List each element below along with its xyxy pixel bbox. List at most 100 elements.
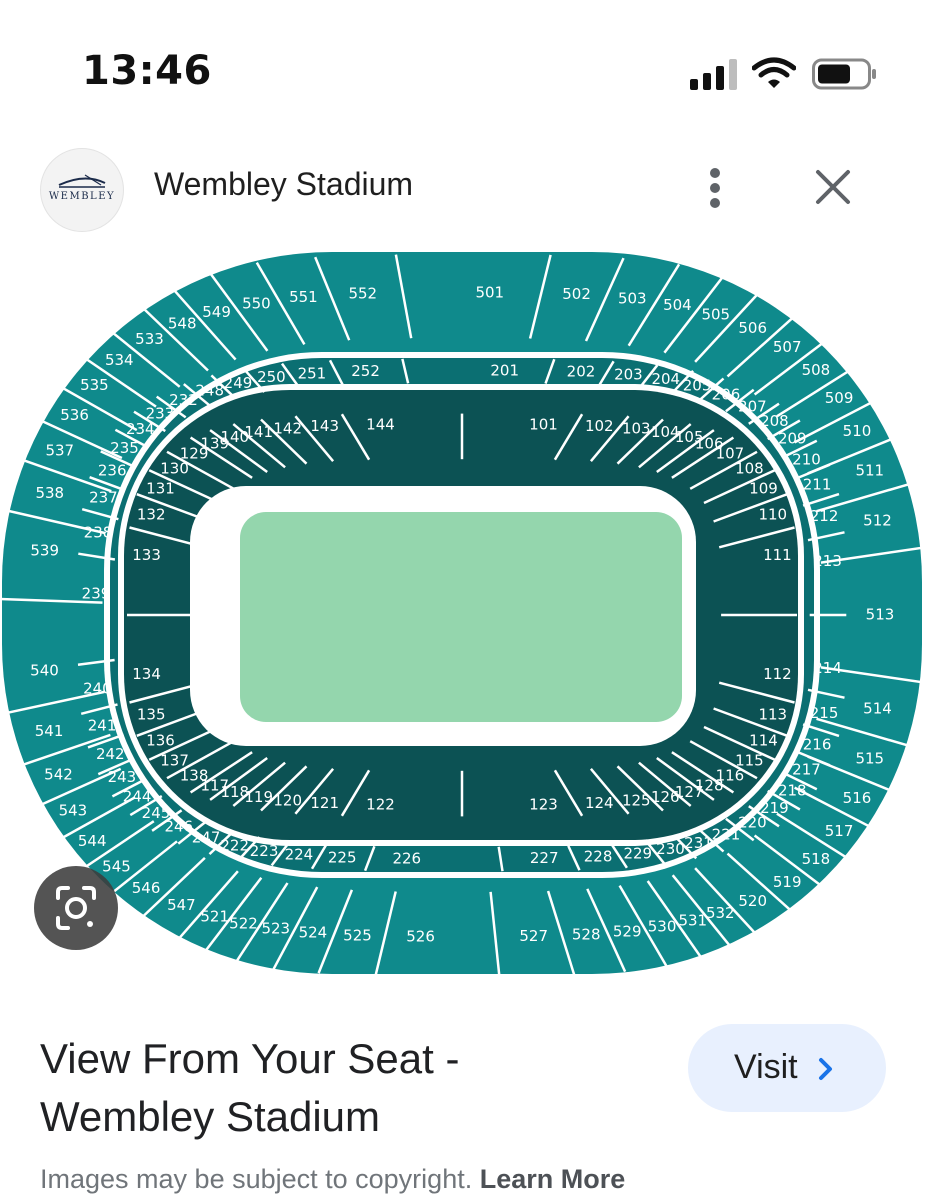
section-101[interactable]: 101	[529, 416, 558, 434]
section-231[interactable]: 231	[684, 834, 713, 852]
section-511[interactable]: 511	[855, 462, 884, 480]
section-517[interactable]: 517	[825, 822, 854, 840]
result-title[interactable]: View From Your Seat - Wembley Stadium	[40, 1030, 640, 1146]
section-519[interactable]: 519	[773, 873, 802, 891]
section-540[interactable]: 540	[30, 662, 59, 680]
section-548[interactable]: 548	[168, 315, 197, 333]
section-515[interactable]: 515	[855, 749, 884, 767]
section-518[interactable]: 518	[802, 850, 831, 868]
section-112[interactable]: 112	[763, 665, 792, 683]
section-134[interactable]: 134	[132, 665, 161, 683]
section-109[interactable]: 109	[749, 479, 778, 497]
section-105[interactable]: 105	[675, 428, 704, 446]
section-218[interactable]: 218	[778, 782, 807, 800]
section-128[interactable]: 128	[695, 777, 724, 795]
section-248[interactable]: 248	[195, 381, 224, 399]
section-510[interactable]: 510	[843, 422, 872, 440]
section-116[interactable]: 116	[716, 767, 745, 785]
section-203[interactable]: 203	[614, 366, 643, 384]
section-536[interactable]: 536	[60, 406, 89, 424]
section-123[interactable]: 123	[529, 795, 558, 813]
section-115[interactable]: 115	[735, 751, 764, 769]
section-520[interactable]: 520	[738, 892, 767, 910]
section-551[interactable]: 551	[289, 288, 318, 306]
section-106[interactable]: 106	[695, 434, 724, 452]
section-212[interactable]: 212	[810, 507, 839, 525]
section-127[interactable]: 127	[675, 783, 704, 801]
section-504[interactable]: 504	[663, 296, 692, 314]
section-111[interactable]: 111	[763, 546, 792, 564]
section-129[interactable]: 129	[180, 444, 209, 462]
section-552[interactable]: 552	[348, 285, 377, 303]
section-226[interactable]: 226	[392, 849, 421, 867]
section-516[interactable]: 516	[843, 789, 872, 807]
section-131[interactable]: 131	[146, 479, 175, 497]
section-513[interactable]: 513	[866, 606, 895, 624]
section-502[interactable]: 502	[562, 285, 591, 303]
section-501[interactable]: 501	[475, 284, 504, 302]
section-107[interactable]: 107	[716, 444, 745, 462]
section-213[interactable]: 213	[813, 552, 842, 570]
section-542[interactable]: 542	[44, 766, 73, 784]
section-505[interactable]: 505	[701, 306, 730, 324]
section-514[interactable]: 514	[863, 699, 892, 717]
section-512[interactable]: 512	[863, 512, 892, 530]
section-530[interactable]: 530	[648, 918, 677, 936]
section-521[interactable]: 521	[200, 907, 229, 925]
section-119[interactable]: 119	[244, 788, 273, 806]
section-240[interactable]: 240	[83, 679, 112, 697]
section-220[interactable]: 220	[738, 814, 767, 832]
section-546[interactable]: 546	[132, 879, 161, 897]
section-547[interactable]: 547	[167, 896, 196, 914]
section-214[interactable]: 214	[813, 659, 842, 677]
section-236[interactable]: 236	[98, 461, 127, 479]
source-title[interactable]: Wembley Stadium	[154, 166, 414, 202]
section-535[interactable]: 535	[80, 376, 109, 394]
section-524[interactable]: 524	[299, 924, 328, 942]
section-142[interactable]: 142	[273, 419, 302, 437]
section-522[interactable]: 522	[229, 914, 258, 932]
section-237[interactable]: 237	[89, 489, 118, 507]
section-143[interactable]: 143	[310, 417, 339, 435]
section-531[interactable]: 531	[678, 912, 707, 930]
section-211[interactable]: 211	[803, 476, 832, 494]
section-132[interactable]: 132	[137, 506, 166, 524]
section-539[interactable]: 539	[30, 542, 59, 560]
section-238[interactable]: 238	[84, 524, 113, 542]
section-233[interactable]: 233	[146, 404, 175, 422]
section-509[interactable]: 509	[825, 389, 854, 407]
learn-more-link[interactable]: Learn More	[479, 1164, 626, 1194]
section-246[interactable]: 246	[164, 818, 193, 836]
section-208[interactable]: 208	[760, 412, 789, 430]
section-215[interactable]: 215	[810, 704, 839, 722]
section-235[interactable]: 235	[110, 439, 139, 457]
section-219[interactable]: 219	[760, 799, 789, 817]
section-140[interactable]: 140	[220, 428, 249, 446]
section-125[interactable]: 125	[622, 792, 651, 810]
section-136[interactable]: 136	[146, 732, 175, 750]
section-543[interactable]: 543	[59, 802, 88, 820]
section-135[interactable]: 135	[137, 705, 166, 723]
section-541[interactable]: 541	[35, 722, 64, 740]
section-232[interactable]: 232	[169, 391, 198, 409]
section-114[interactable]: 114	[749, 732, 778, 750]
section-251[interactable]: 251	[298, 364, 327, 382]
section-234[interactable]: 234	[126, 420, 155, 438]
section-122[interactable]: 122	[366, 795, 395, 813]
section-538[interactable]: 538	[35, 484, 64, 502]
section-110[interactable]: 110	[758, 506, 787, 524]
section-139[interactable]: 139	[200, 434, 229, 452]
section-138[interactable]: 138	[180, 767, 209, 785]
section-550[interactable]: 550	[242, 294, 271, 312]
more-options-button[interactable]	[698, 162, 734, 214]
section-221[interactable]: 221	[712, 826, 741, 844]
section-103[interactable]: 103	[622, 419, 651, 437]
section-126[interactable]: 126	[651, 788, 680, 806]
section-224[interactable]: 224	[285, 846, 314, 864]
section-247[interactable]: 247	[192, 829, 221, 847]
section-217[interactable]: 217	[792, 761, 821, 779]
section-503[interactable]: 503	[618, 289, 647, 307]
section-227[interactable]: 227	[530, 849, 559, 867]
section-506[interactable]: 506	[738, 319, 767, 337]
section-242[interactable]: 242	[96, 745, 125, 763]
